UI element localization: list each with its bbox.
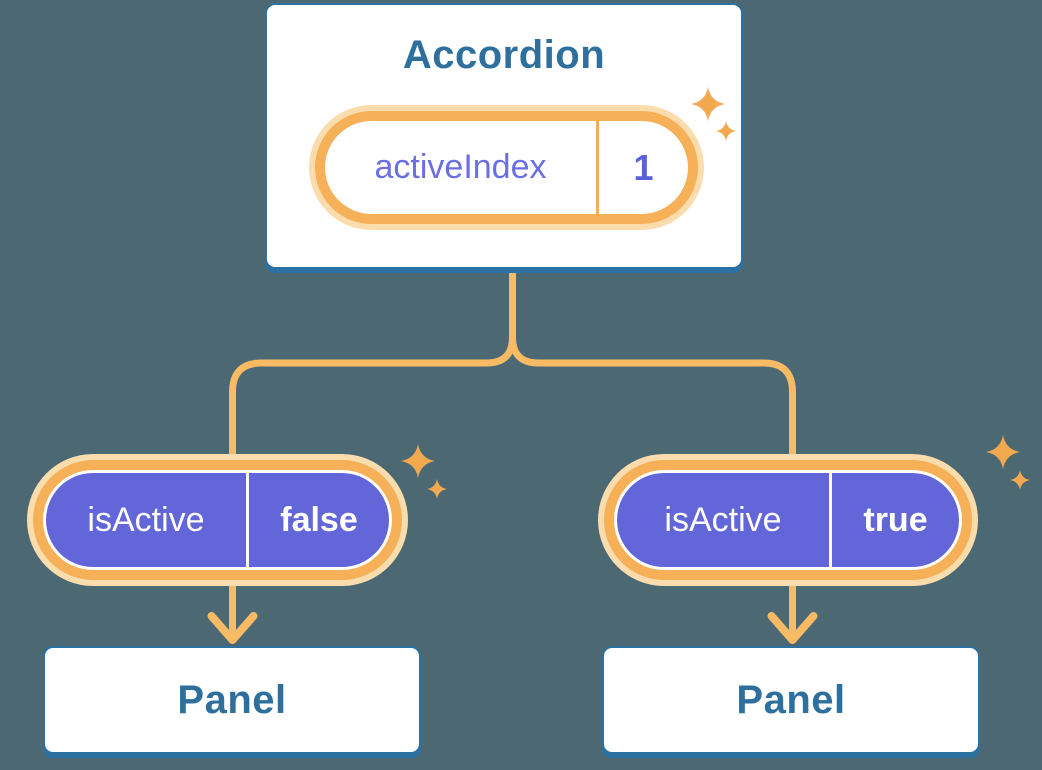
state-pill-ring: activeIndex 1 — [315, 111, 698, 224]
prop-pill-ring: isActive false — [33, 460, 402, 580]
prop-pill-right: isActive true — [598, 454, 978, 586]
prop-name: isActive — [87, 500, 205, 539]
connector-left-branch — [229, 269, 516, 464]
prop-pill-left: isActive false — [27, 454, 408, 586]
arrow-down-icon — [207, 612, 258, 644]
panel-title: Panel — [177, 677, 287, 722]
state-pill-divider — [596, 121, 599, 214]
panel-title: Panel — [736, 677, 846, 722]
accordion-title: Accordion — [402, 33, 606, 77]
prop-pill-divider — [246, 473, 249, 567]
prop-name: isActive — [664, 500, 782, 539]
state-pill-body: activeIndex 1 — [325, 121, 688, 214]
prop-pill-body: isActive false — [43, 470, 392, 570]
prop-pill-divider — [829, 473, 832, 567]
prop-pill-ring: isActive true — [604, 460, 972, 580]
panel-node-left: Panel — [43, 646, 421, 754]
prop-pill-body: isActive true — [614, 470, 962, 570]
state-pill: activeIndex 1 — [309, 105, 704, 230]
panel-node-right: Panel — [602, 646, 980, 754]
state-name: activeIndex — [374, 148, 547, 186]
arrow-down-icon — [767, 612, 818, 644]
prop-value: true — [863, 500, 928, 539]
state-value: 1 — [633, 146, 654, 188]
connector-right-branch — [509, 269, 796, 464]
prop-value: false — [280, 500, 358, 539]
